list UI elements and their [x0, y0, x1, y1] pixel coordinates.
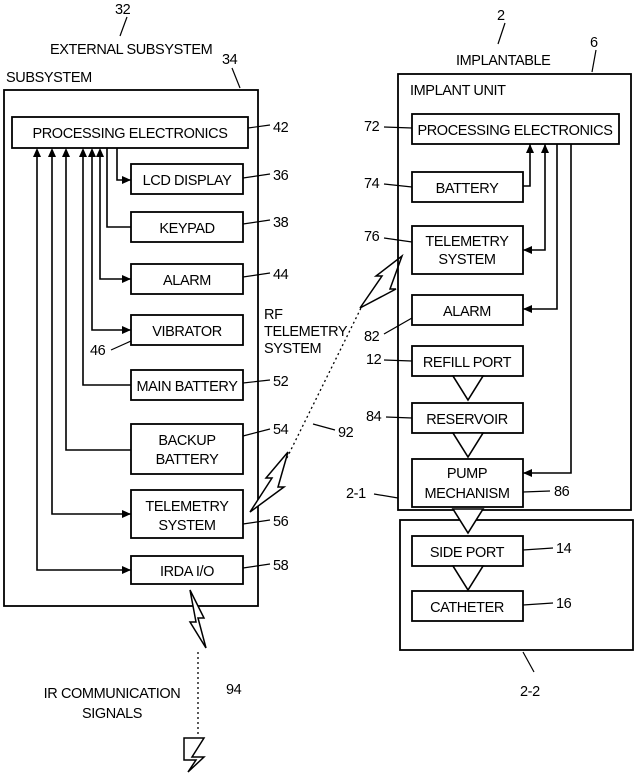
external-processing-leader [248, 125, 270, 128]
catheter-label: CATHETER [430, 600, 504, 616]
external-processing-electronics-label: PROCESSING ELECTRONICS [32, 126, 227, 142]
catheter-leader [523, 603, 553, 605]
keypad-leader [243, 220, 270, 224]
lcd-display-label: LCD DISPLAY [143, 173, 233, 189]
vibrator-ref: 46 [90, 343, 106, 359]
refill-port-leader [384, 360, 412, 361]
section-2-2-leader [523, 652, 534, 672]
section-2-1-leader [374, 494, 398, 498]
implant-processing-electronics-label: PROCESSING ELECTRONICS [417, 123, 612, 139]
external-ref-number: 32 [115, 2, 131, 18]
external-alarm-leader [243, 273, 270, 277]
subsystem-label: SUBSYSTEM [6, 70, 92, 86]
main-battery-leader [243, 380, 270, 383]
rf-lightning-bolt-lower [250, 452, 288, 512]
refill-to-reservoir-arrow [453, 376, 483, 400]
ir-link-label-line2: SIGNALS [82, 706, 142, 722]
ir-link-label-line1: IR COMMUNICATION [44, 686, 181, 702]
side-port-leader [523, 548, 553, 550]
side-port-label: SIDE PORT [430, 545, 505, 561]
implant-battery-label: BATTERY [436, 181, 499, 197]
implant-processing-ref: 72 [364, 119, 380, 135]
backup-battery-leader [243, 429, 270, 436]
implant-section-2-1-ref: 2-1 [346, 486, 366, 502]
implant-telemetry-label-line1: TELEMETRY [425, 234, 509, 250]
reservoir-label: RESERVOIR [426, 412, 508, 428]
implant-section-2-2-ref: 2-2 [520, 684, 540, 700]
implant-telemetry-ref: 76 [364, 229, 380, 245]
reservoir-leader [386, 417, 412, 418]
pump-mechanism-leader [523, 491, 550, 492]
external-subsystem-title: EXTERNAL SUBSYSTEM [50, 42, 212, 58]
subsystem-ref-number: 34 [222, 52, 238, 68]
backup-battery-label-line1: BACKUP [158, 433, 215, 449]
external-telemetry-leader [243, 520, 270, 524]
implant-unit-label: IMPLANT UNIT [410, 83, 506, 99]
backup-battery-label-line2: BATTERY [156, 452, 219, 468]
reservoir-to-pump-arrow [453, 433, 483, 457]
rf-link-label-line3: SYSTEM [264, 341, 321, 357]
subsystem-ref-leader [232, 68, 240, 88]
pump-mechanism-ref: 86 [554, 484, 570, 500]
refill-port-ref: 12 [366, 352, 382, 368]
implant-telemetry-label-line2: SYSTEM [438, 252, 495, 268]
external-alarm-ref: 44 [273, 267, 289, 283]
implant-alarm-ref: 82 [364, 329, 380, 345]
pump-mechanism-label-line1: PUMP [447, 466, 487, 482]
irda-io-label: IRDA I/O [160, 564, 214, 580]
irda-leader [243, 564, 270, 568]
rf-link-label-line1: RF [264, 307, 283, 323]
implant-unit-ref: 6 [590, 35, 598, 51]
pump-mechanism-label-line2: MECHANISM [424, 486, 509, 502]
external-alarm-label: ALARM [163, 273, 211, 289]
pump-to-side-port-arrow [453, 509, 483, 533]
ir-lightning-bolt-lower [184, 738, 204, 772]
implant-unit-ref-leader [592, 50, 596, 72]
rf-link-leader [313, 424, 335, 430]
implant-connection-lines [523, 144, 571, 477]
main-battery-label: MAIN BATTERY [136, 379, 238, 395]
external-telemetry-label-line1: TELEMETRY [145, 499, 229, 515]
side-port-to-catheter-arrow [453, 566, 483, 590]
external-processing-ref: 42 [273, 120, 289, 136]
external-telemetry-ref: 56 [273, 514, 289, 530]
implant-processing-leader [384, 127, 412, 128]
external-connection-lines [33, 148, 131, 574]
ir-link-ref: 94 [226, 682, 242, 698]
implantable-ref-number: 2 [497, 8, 505, 24]
external-ref-leader [120, 17, 127, 36]
external-telemetry-label-line2: SYSTEM [158, 518, 215, 534]
keypad-ref: 38 [273, 215, 289, 231]
implantable-ref-leader [498, 23, 505, 44]
implant-alarm-label: ALARM [443, 304, 491, 320]
vibrator-label: VIBRATOR [152, 324, 222, 340]
rf-lightning-bolt-upper [360, 256, 402, 308]
implantable-title: IMPLANTABLE [456, 53, 551, 69]
rf-link-ref: 92 [338, 425, 354, 441]
implant-battery-ref: 74 [364, 176, 380, 192]
backup-battery-ref: 54 [273, 422, 289, 438]
vibrator-leader [111, 341, 131, 350]
reservoir-ref: 84 [366, 409, 382, 425]
rf-link-label-line2: TELEMETRY [264, 324, 348, 340]
main-battery-ref: 52 [273, 374, 289, 390]
ir-lightning-bolt-upper [190, 590, 206, 648]
irda-ref: 58 [273, 558, 289, 574]
side-port-ref: 14 [556, 541, 572, 557]
lcd-ref: 36 [273, 168, 289, 184]
refill-port-label: REFILL PORT [423, 355, 512, 371]
catheter-ref: 16 [556, 596, 572, 612]
keypad-label: KEYPAD [159, 221, 214, 237]
lcd-leader [243, 174, 270, 178]
